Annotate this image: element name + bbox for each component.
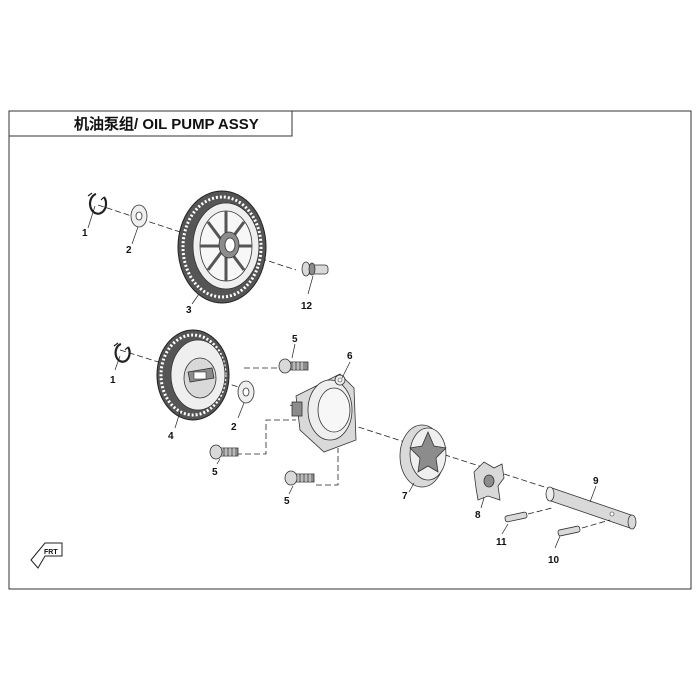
callout-2-mid: 2 <box>231 422 237 433</box>
leader-2-top <box>131 226 139 245</box>
bolt-dash-c <box>316 448 339 486</box>
callout-6: 6 <box>347 351 353 362</box>
bolt-part-5-mid <box>209 444 239 460</box>
pin-10-dash <box>581 519 611 529</box>
leader-1-top <box>87 205 96 229</box>
title-box <box>8 110 293 137</box>
leader-5-bottom <box>288 485 294 495</box>
circlip-part-1-mid <box>113 342 131 363</box>
leader-6 <box>341 361 351 379</box>
callout-3: 3 <box>186 305 192 316</box>
front-arrow-label: FRT <box>44 549 58 556</box>
callout-4: 4 <box>168 431 174 442</box>
gear-shaft-part-12 <box>301 261 329 277</box>
bolt-dash-b <box>236 419 296 455</box>
leader-11 <box>501 523 509 535</box>
leader-3 <box>191 293 200 305</box>
leader-10 <box>554 535 561 549</box>
leader-1-mid <box>114 355 121 371</box>
bolt-part-5-bottom <box>284 470 315 486</box>
circlip-part-1-top <box>87 192 108 215</box>
outer-rotor-part-7 <box>399 424 447 488</box>
leader-7 <box>408 482 415 493</box>
leader-2-mid <box>237 402 245 419</box>
callout-1-mid: 1 <box>110 375 116 386</box>
callout-8: 8 <box>475 510 481 521</box>
pin-part-10 <box>557 525 581 537</box>
pump-shaft-part-9 <box>545 486 637 530</box>
callout-7: 7 <box>402 491 408 502</box>
leader-5-mid <box>216 458 221 465</box>
callout-12: 12 <box>301 301 313 312</box>
diagram-border <box>8 110 692 590</box>
callout-5-top: 5 <box>292 334 298 345</box>
pin-11-dash <box>527 507 553 515</box>
callout-10: 10 <box>548 555 560 566</box>
inner-rotor-part-8 <box>473 461 505 501</box>
leader-9 <box>589 485 597 503</box>
callout-5-bottom: 5 <box>284 496 290 507</box>
leader-5-top <box>291 343 296 359</box>
washer-part-2-top <box>130 204 148 228</box>
callout-9: 9 <box>593 476 599 487</box>
bolt-part-5-top <box>278 358 309 374</box>
page-title: 机油泵组/ OIL PUMP ASSY <box>74 115 259 133</box>
leader-12 <box>307 275 314 295</box>
pin-part-11 <box>504 511 528 523</box>
pump-cover-part-6 <box>291 373 357 453</box>
washer-part-2-mid <box>237 380 255 404</box>
large-gear-part-3 <box>177 190 267 304</box>
callout-11: 11 <box>496 537 507 548</box>
callout-1-top: 1 <box>82 228 88 239</box>
callout-5-mid: 5 <box>212 467 218 478</box>
callout-2-top: 2 <box>126 245 132 256</box>
leader-4 <box>174 411 181 429</box>
drive-gear-part-4 <box>156 329 230 421</box>
leader-8 <box>480 497 485 509</box>
front-direction-arrow-icon: FRT <box>30 542 63 569</box>
